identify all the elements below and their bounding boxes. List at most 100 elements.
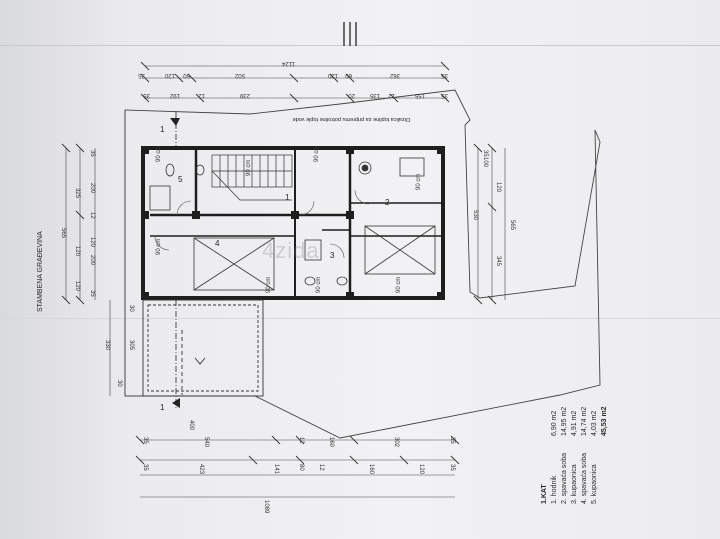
- dim-text: 135: [369, 92, 380, 98]
- paper-fold-line: [0, 318, 720, 319]
- dim-text: 35: [138, 72, 145, 78]
- dim-text: 35: [482, 150, 488, 157]
- heat-pump-note: Dizalica topline za pripremu potrošne to…: [293, 116, 410, 122]
- dim-text: 35: [143, 92, 150, 98]
- dim-text: 120: [74, 281, 80, 292]
- legend-total-area: 45,53 m2: [601, 406, 608, 436]
- dim-text: 100: [482, 157, 488, 168]
- room-legend: 1.KAT 1. hodnik 2. spavaća soba 3. kupao…: [541, 396, 641, 506]
- door-tag: 90 cm: [396, 277, 402, 293]
- dim-text: 423: [198, 464, 204, 475]
- door-tags: 90 cm 90 cm 90 cm 90 cm 90 cm 90 cm 90 c…: [156, 146, 422, 293]
- legend-item-label: 5. kupaonica: [591, 464, 598, 504]
- bed-room-4: [193, 237, 275, 291]
- dim-text: 540: [203, 437, 209, 448]
- dim-text: 35: [142, 464, 148, 471]
- section-mark-top-label: 1: [160, 125, 165, 134]
- room-number-4: 4: [215, 239, 220, 248]
- dim-text: 120: [418, 464, 424, 475]
- dim-text: 192: [169, 92, 180, 98]
- bed-room-2: [364, 225, 436, 275]
- paper-fold-line: [0, 45, 720, 46]
- legend-item-label: 2. spavaća soba: [561, 453, 568, 504]
- dim-text: 35: [142, 437, 148, 444]
- legend-item-label: 1. hodnik: [551, 475, 558, 504]
- dimension-lines: [65, 65, 506, 498]
- dim-text: 120: [89, 237, 95, 248]
- plot-boundary: [124, 89, 601, 439]
- dims-right: 565 345 100 120 530 35: [472, 150, 515, 267]
- door-tag: 90 cm: [314, 146, 320, 162]
- dim-text: 12: [318, 464, 324, 471]
- dim-text: 30: [116, 380, 122, 387]
- dim-text: 305: [128, 340, 134, 351]
- dim-text: 12: [298, 437, 304, 444]
- legend-item-label: 4. spavaća soba: [581, 453, 588, 504]
- dim-text: 35: [441, 92, 448, 98]
- dim-text: 302: [393, 437, 399, 448]
- staircase: [211, 154, 293, 201]
- legend-item-area: 4,03 m2: [591, 410, 598, 436]
- dims-left: 565 325 200 12 120 120 200 35 35 120: [60, 150, 95, 297]
- dim-text: 565: [60, 228, 66, 239]
- legend-heading: 1.KAT: [541, 484, 548, 504]
- door-tag: 90 cm: [416, 174, 422, 190]
- room-number-2: 2: [385, 198, 390, 207]
- room-number-3: 3: [330, 251, 335, 260]
- dim-text: 200: [89, 183, 95, 194]
- dim-text: 565: [509, 220, 515, 231]
- section-marker-bottom: [172, 300, 180, 410]
- room-number-5: 5: [178, 175, 183, 184]
- dim-text: 80: [298, 464, 304, 471]
- door-tag: 90 cm: [266, 277, 272, 293]
- dims-terrace: 330 30 305 30: [104, 305, 134, 387]
- bathroom-fixtures: [149, 157, 425, 286]
- terrace: [142, 299, 264, 397]
- dim-text: 362: [389, 72, 400, 78]
- door-tag: 90 cm: [156, 146, 162, 162]
- dim-text: 60: [183, 72, 190, 78]
- dim-text: 530: [472, 210, 478, 221]
- dim-text: 239: [239, 92, 250, 98]
- dim-text: 400: [188, 420, 194, 431]
- door-tag: 90 cm: [246, 160, 252, 176]
- section-mark-bottom-label: 1: [160, 403, 165, 412]
- dim-text: 12: [89, 212, 95, 219]
- dim-text: 30: [128, 305, 134, 312]
- legend-item-area: 4,91 m2: [571, 410, 578, 436]
- dim-text: 120: [74, 246, 80, 257]
- dim-text: 12: [388, 92, 395, 98]
- dim-text: 35: [449, 464, 455, 471]
- dim-text: 60: [345, 72, 352, 78]
- legend-item-area: 14,95 m2: [561, 406, 568, 436]
- dim-text: 330: [104, 340, 110, 351]
- door-swings: [154, 189, 370, 259]
- dim-text: 160: [328, 437, 334, 448]
- dimension-ticks: [61, 61, 497, 465]
- dims-top: 1124 35 120 60 502 120 60 362 35 35 192 …: [138, 60, 448, 98]
- building-outline: [141, 146, 445, 300]
- dim-text: 325: [74, 188, 80, 199]
- section-marker-top: [170, 112, 180, 148]
- dim-text: 502: [234, 72, 245, 78]
- dim-text: 120: [495, 182, 501, 193]
- dim-text: 1089: [263, 500, 269, 514]
- dim-text: 35: [89, 150, 95, 157]
- binder-marks: [343, 22, 357, 46]
- dim-text: 120: [164, 72, 175, 78]
- legend-item-area: 6,90 m2: [551, 410, 558, 436]
- watermark: 4zida: [262, 238, 320, 263]
- dim-text: 160: [368, 464, 374, 475]
- dim-text: 345: [495, 256, 501, 267]
- legend-item-area: 14,74 m2: [581, 406, 588, 436]
- dims-bottom: 35 540 12 160 302 35 35 423 141 80 12 16…: [142, 420, 455, 514]
- dim-text: 155: [414, 92, 425, 98]
- dim-text: 141: [273, 464, 279, 475]
- dim-text: 35: [441, 72, 448, 78]
- dim-text: 12: [198, 92, 205, 98]
- dim-text: 200: [89, 255, 95, 266]
- door-tag: 90 cm: [316, 277, 322, 293]
- legend-item-label: 3. kupaonica: [571, 464, 578, 504]
